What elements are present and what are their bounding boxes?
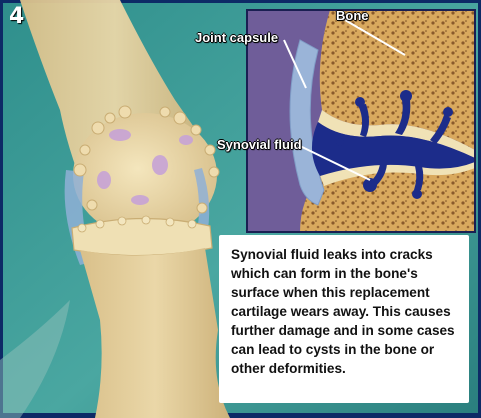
label-synovial-fluid: Synovial fluid — [217, 137, 302, 152]
label-bone: Bone — [336, 8, 369, 23]
caption-box: Synovial fluid leaks into cracks which c… — [219, 235, 469, 403]
caption-text: Synovial fluid leaks into cracks which c… — [231, 245, 459, 378]
label-joint-capsule: Joint capsule — [195, 30, 278, 45]
step-number: 4 — [9, 4, 24, 29]
magnified-inset — [247, 10, 475, 232]
